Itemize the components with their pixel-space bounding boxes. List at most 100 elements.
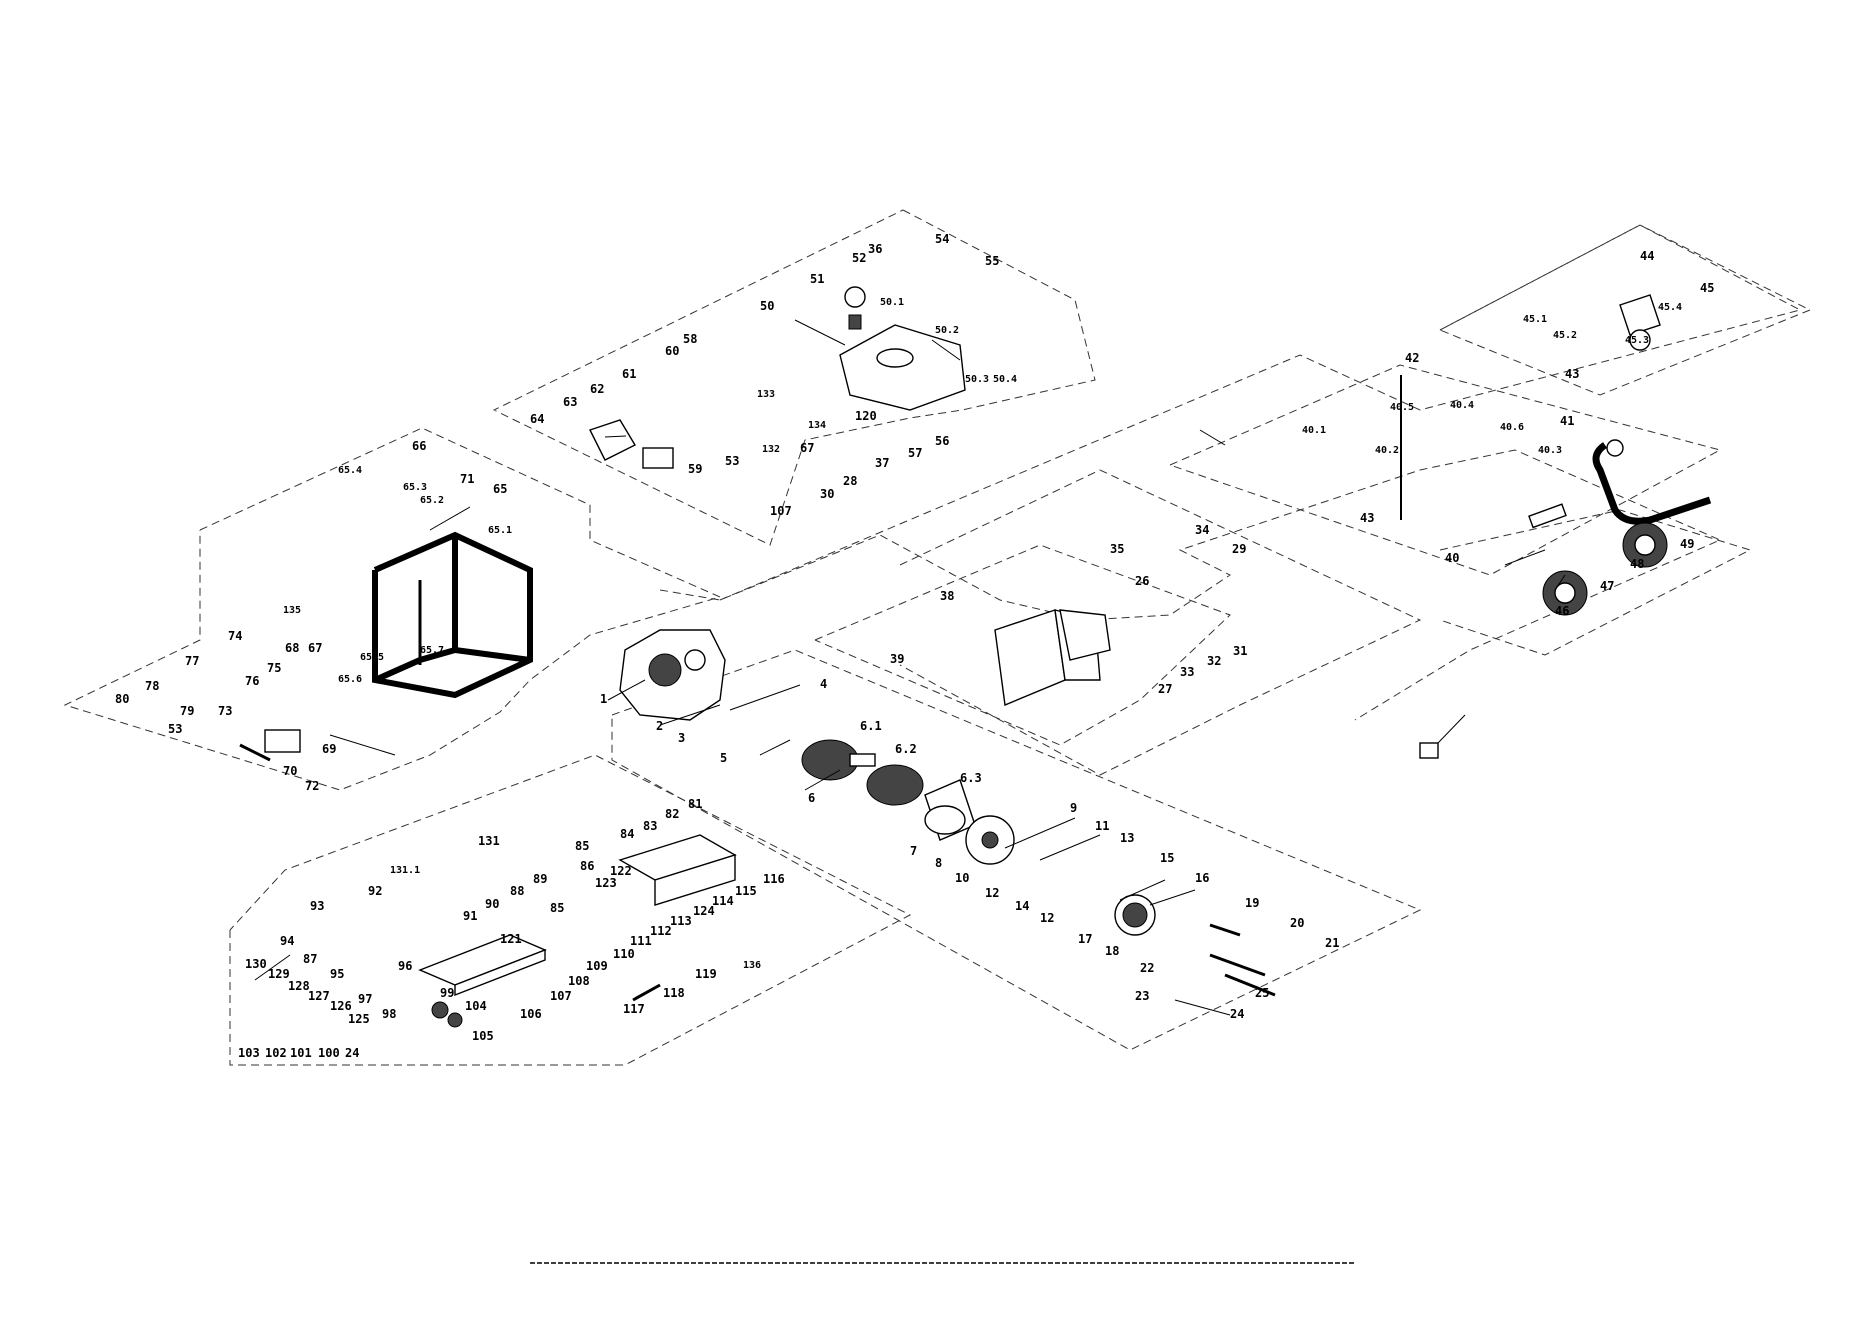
label-20: 20 bbox=[1290, 916, 1304, 930]
label-45-1: 45.1 bbox=[1523, 314, 1547, 325]
label-4: 4 bbox=[820, 677, 827, 691]
label-65-1: 65.1 bbox=[488, 525, 512, 536]
label-51: 51 bbox=[810, 272, 824, 286]
label-110: 110 bbox=[613, 947, 635, 961]
label-124: 124 bbox=[693, 904, 715, 918]
label-16: 16 bbox=[1195, 871, 1209, 885]
label-45-3: 45.3 bbox=[1625, 335, 1649, 346]
label-38: 38 bbox=[940, 589, 954, 603]
label-79: 79 bbox=[180, 704, 194, 718]
label-40-4: 40.4 bbox=[1450, 400, 1474, 411]
label-29: 29 bbox=[1232, 542, 1246, 556]
label-17: 17 bbox=[1078, 932, 1092, 946]
label-59: 59 bbox=[688, 462, 702, 476]
label-33: 33 bbox=[1180, 665, 1194, 679]
label-12b: 12 bbox=[1040, 911, 1054, 925]
label-66: 66 bbox=[412, 439, 426, 453]
label-54: 54 bbox=[935, 232, 949, 246]
label-28: 28 bbox=[843, 474, 857, 488]
label-11: 11 bbox=[1095, 819, 1109, 833]
label-50-1: 50.1 bbox=[880, 297, 904, 308]
leader-lines bbox=[254, 319, 1566, 1016]
label-85b: 85 bbox=[550, 901, 564, 915]
label-131-1: 131.1 bbox=[390, 865, 420, 876]
group-outlines bbox=[63, 209, 1812, 1066]
label-6-1: 6.1 bbox=[860, 719, 882, 733]
label-25: 25 bbox=[1255, 986, 1269, 1000]
label-65-3: 65.3 bbox=[403, 482, 427, 493]
label-97: 97 bbox=[358, 992, 372, 1006]
label-63: 63 bbox=[563, 395, 577, 409]
label-24a: 24 bbox=[1230, 1007, 1244, 1021]
bracket-group-outline bbox=[1439, 224, 1812, 396]
label-6-2: 6.2 bbox=[895, 742, 917, 756]
label-57: 57 bbox=[908, 446, 922, 460]
label-135: 135 bbox=[283, 605, 301, 616]
wheels-group-outline bbox=[1439, 509, 1752, 656]
rotor bbox=[801, 739, 876, 781]
wheel-left bbox=[1542, 570, 1588, 616]
stator bbox=[866, 764, 924, 806]
label-130: 130 bbox=[245, 957, 267, 971]
label-40: 40 bbox=[1445, 551, 1459, 565]
label-41: 41 bbox=[1560, 414, 1574, 428]
alternator-group-outline bbox=[611, 649, 1422, 1051]
label-69: 69 bbox=[322, 742, 336, 756]
fuel-filter bbox=[848, 314, 862, 330]
rear-group-outline bbox=[814, 544, 1231, 746]
label-47: 47 bbox=[1600, 579, 1614, 593]
part-labels: 1 2 3 4 5 6 6.1 6.2 6.3 7 8 9 10 11 12 1… bbox=[115, 232, 1714, 1060]
label-27: 27 bbox=[1158, 682, 1172, 696]
label-121: 121 bbox=[500, 932, 522, 946]
label-53a: 53 bbox=[725, 454, 739, 468]
label-3: 3 bbox=[678, 731, 685, 745]
engine bbox=[619, 629, 726, 721]
label-43a: 43 bbox=[1565, 367, 1579, 381]
label-86: 86 bbox=[580, 859, 594, 873]
stator-housing bbox=[994, 609, 1111, 706]
label-22: 22 bbox=[1140, 961, 1154, 975]
label-24b: 24 bbox=[345, 1046, 359, 1060]
label-109: 109 bbox=[586, 959, 608, 973]
label-10: 10 bbox=[955, 871, 969, 885]
label-14: 14 bbox=[1015, 899, 1029, 913]
handle-grip bbox=[1528, 503, 1567, 529]
label-8: 8 bbox=[935, 856, 942, 870]
label-23: 23 bbox=[1135, 989, 1149, 1003]
label-64: 64 bbox=[530, 412, 544, 426]
label-125: 125 bbox=[348, 1012, 370, 1026]
bracket-foot bbox=[1629, 329, 1651, 351]
fuel-tank bbox=[839, 286, 966, 411]
rod-21 bbox=[1224, 973, 1276, 997]
accessory-part bbox=[1419, 714, 1466, 759]
label-50: 50 bbox=[760, 299, 774, 313]
label-42: 42 bbox=[1405, 351, 1419, 365]
label-100: 100 bbox=[318, 1046, 340, 1060]
label-136: 136 bbox=[743, 960, 761, 971]
air-filter bbox=[642, 447, 674, 469]
label-89: 89 bbox=[533, 872, 547, 886]
label-85a: 85 bbox=[575, 839, 589, 853]
handle bbox=[1592, 442, 1712, 525]
label-67a: 67 bbox=[800, 441, 814, 455]
rod-19 bbox=[1209, 923, 1241, 937]
label-99: 99 bbox=[440, 986, 454, 1000]
handle-group-outline bbox=[1169, 364, 1722, 576]
label-65: 65 bbox=[493, 482, 507, 496]
label-18: 18 bbox=[1105, 944, 1119, 958]
label-30: 30 bbox=[820, 487, 834, 501]
label-126: 126 bbox=[330, 999, 352, 1013]
label-134: 134 bbox=[808, 420, 826, 431]
stator-group-outline bbox=[899, 469, 1422, 776]
label-44: 44 bbox=[1640, 249, 1654, 263]
handle-knob bbox=[1606, 439, 1624, 457]
starter-motor bbox=[589, 419, 636, 461]
label-106: 106 bbox=[520, 1007, 542, 1021]
label-94: 94 bbox=[280, 934, 294, 948]
label-49: 49 bbox=[1680, 537, 1694, 551]
label-77: 77 bbox=[185, 654, 199, 668]
label-128: 128 bbox=[288, 979, 310, 993]
label-52: 52 bbox=[852, 251, 866, 265]
label-82: 82 bbox=[665, 807, 679, 821]
label-65-5: 65.5 bbox=[360, 652, 384, 663]
